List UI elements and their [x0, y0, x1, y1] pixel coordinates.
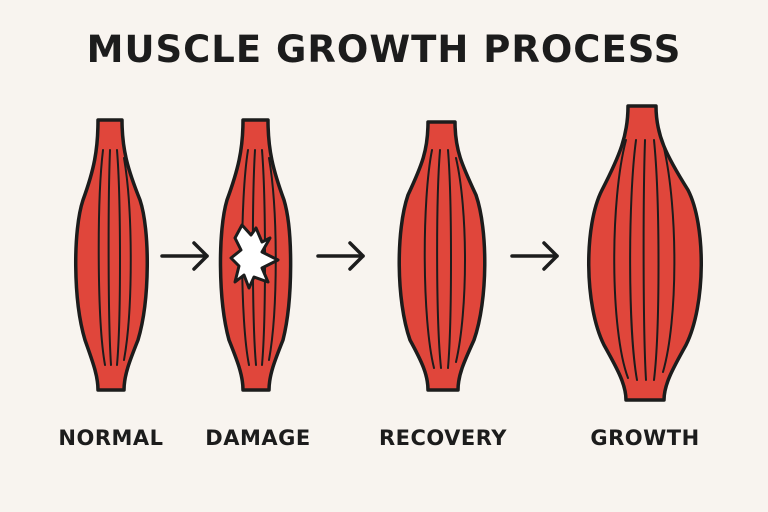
- stage-label-normal: NORMAL: [58, 426, 164, 450]
- stage-label-growth: GROWTH: [590, 426, 700, 450]
- stage-label-damage: DAMAGE: [205, 426, 311, 450]
- stage-label-recovery: RECOVERY: [378, 426, 508, 450]
- damaged-muscle-icon: [218, 118, 293, 392]
- grown-muscle-icon: [587, 104, 703, 402]
- diagram-title: MUSCLE GROWTH PROCESS: [86, 28, 682, 71]
- arrow-right-icon: [160, 241, 209, 271]
- normal-muscle-icon: [74, 118, 149, 392]
- arrow-right-icon: [510, 241, 559, 271]
- recovering-muscle-icon: [397, 120, 487, 392]
- arrow-right-icon: [316, 241, 365, 271]
